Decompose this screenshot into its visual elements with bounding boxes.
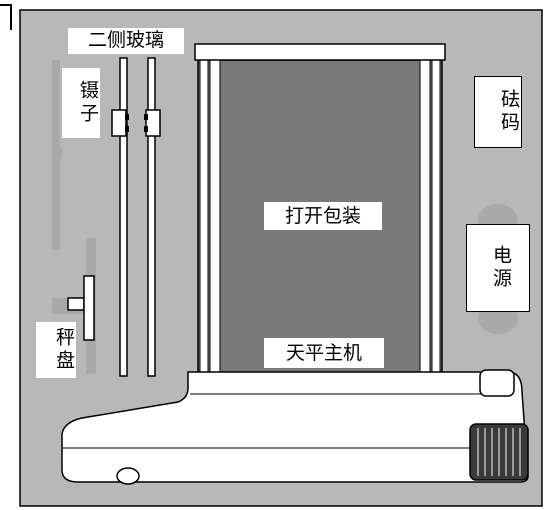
weighing-pan-plate — [83, 275, 95, 341]
label-weights: 砝码 — [474, 76, 522, 148]
side-glass-clip-left — [111, 109, 127, 137]
weighing-pan-stem — [67, 297, 85, 311]
side-glass-notch-4 — [144, 126, 148, 132]
balance-body — [61, 371, 529, 483]
side-glass-notch-3 — [144, 114, 148, 120]
enclosure-post-right — [431, 59, 441, 381]
enclosure-post-right-inner — [419, 59, 431, 381]
enclosure-top-cap — [194, 43, 446, 61]
side-glass-right — [147, 57, 156, 377]
side-glass-clip-right — [145, 109, 161, 137]
side-glass-notch-1 — [125, 114, 129, 120]
enclosure-post-left — [199, 59, 209, 381]
enclosure-post-left-inner — [209, 59, 221, 381]
label-side-glass: 二侧玻璃 — [68, 28, 184, 54]
knob-ridges — [477, 428, 521, 476]
label-unpack: 打开包装 — [264, 202, 382, 230]
tweezers-recess — [52, 60, 60, 250]
side-glass-notch-2 — [125, 126, 129, 132]
corner-bracket — [0, 4, 12, 30]
balance-back-block — [479, 369, 515, 397]
label-weighing-pan: 秤盘 — [36, 322, 76, 378]
side-glass-left — [119, 57, 128, 377]
label-tweezers: 镊子 — [62, 68, 100, 138]
label-balance-main: 天平主机 — [264, 338, 384, 368]
label-power: 电源 — [466, 224, 530, 312]
balance-foot — [116, 467, 140, 485]
tweezers-recess-bump — [60, 145, 63, 161]
